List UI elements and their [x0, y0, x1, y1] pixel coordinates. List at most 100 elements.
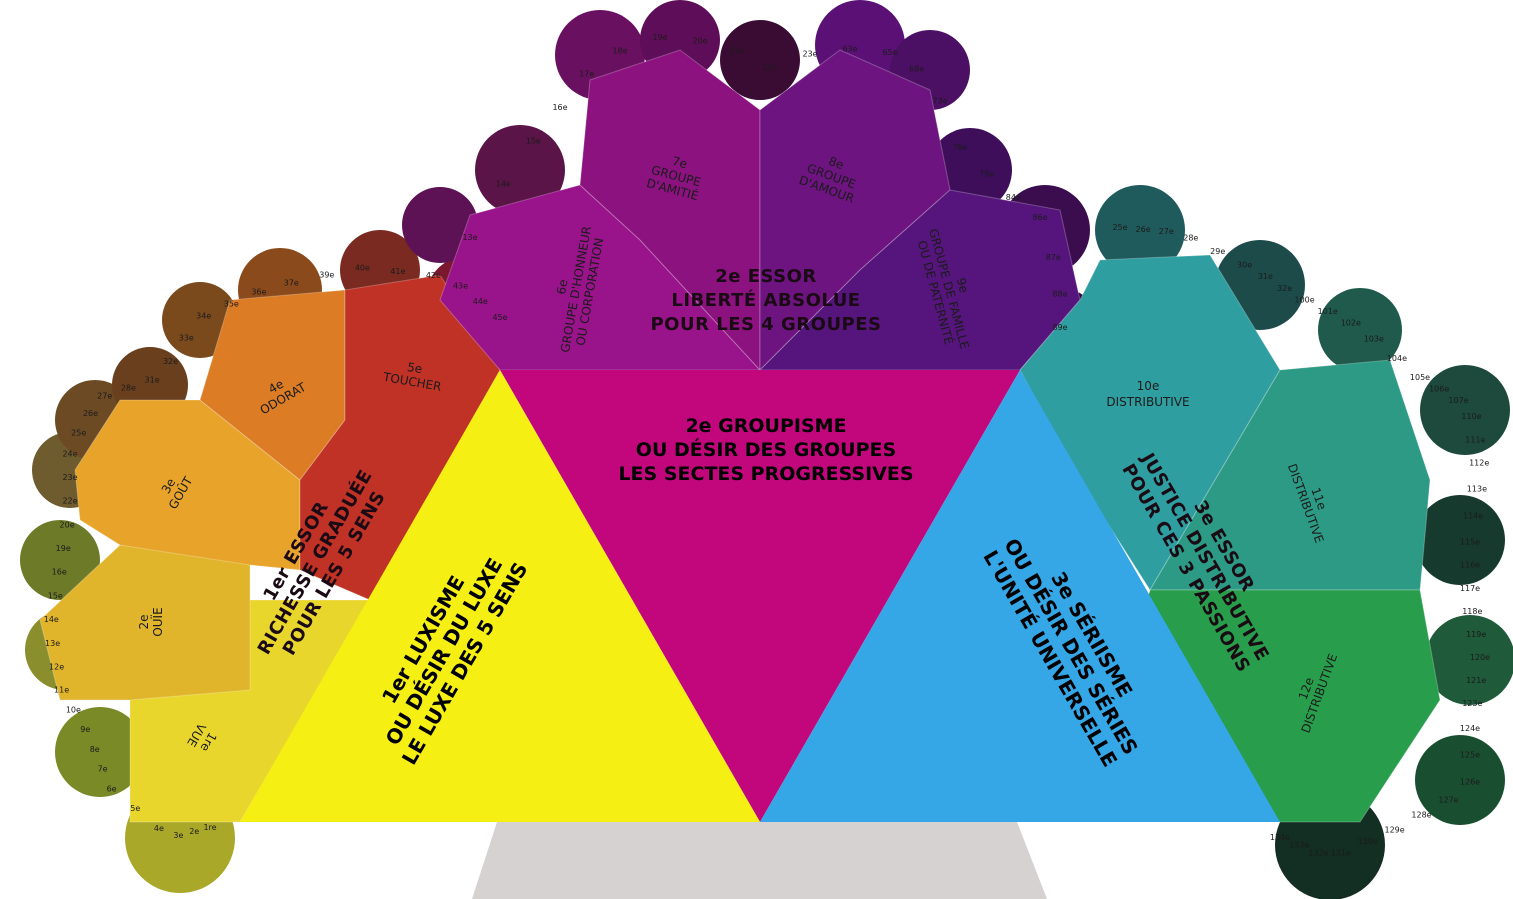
- number-label: 103e: [1364, 335, 1384, 344]
- number-label: 11e: [54, 686, 69, 695]
- number-label: 133e: [1289, 841, 1309, 850]
- number-label: 18e: [612, 46, 627, 55]
- number-label: 127e: [1438, 795, 1458, 804]
- number-label: 41e: [390, 267, 405, 276]
- number-label: 37e: [284, 278, 299, 287]
- number-label: 26e: [83, 409, 98, 418]
- number-label: 4e: [154, 824, 164, 833]
- label-honneur: 6e GROUPE D'HONNEUR OU CORPORATION: [554, 225, 606, 354]
- toucher-number: 5e: [406, 360, 423, 376]
- number-label: 3e: [173, 831, 183, 840]
- number-label: 20e: [692, 36, 707, 45]
- number-label: 130e: [1358, 837, 1378, 846]
- sector-distributive-10: [1019, 254, 1281, 591]
- center-magenta-text: 2e GROUPISME OU DÉSIR DES GROUPES LES SE…: [618, 415, 913, 485]
- number-label: 19e: [652, 33, 667, 42]
- amitie-number: 7e: [671, 154, 689, 171]
- number-label: 15e: [526, 136, 541, 145]
- number-label: 20e: [60, 520, 75, 529]
- number-label: 35e: [224, 300, 239, 309]
- number-label: 124e: [1460, 724, 1480, 733]
- ouie-name: OUÏE: [150, 607, 165, 636]
- number-label: 128e: [1411, 811, 1431, 820]
- number-label: 8e: [90, 745, 100, 754]
- number-label: 22e: [762, 63, 777, 72]
- number-label: 105e: [1410, 373, 1430, 382]
- number-label: 87e: [1046, 253, 1061, 262]
- number-label: 131e: [1331, 848, 1351, 857]
- number-label: 73e: [932, 96, 947, 105]
- number-label: 32e: [163, 357, 178, 366]
- number-label: 88e: [1052, 290, 1067, 299]
- number-label: 116e: [1460, 561, 1480, 570]
- number-label: 23e: [802, 50, 817, 59]
- number-label: 32e: [1277, 284, 1292, 293]
- number-label: 34e: [196, 311, 211, 320]
- number-label: 31e: [145, 376, 160, 385]
- magenta-line-3: LES SECTES PROGRESSIVES: [618, 463, 913, 485]
- number-label: 84e: [1006, 193, 1021, 202]
- right-cluster: [1019, 185, 1513, 899]
- number-label: 40e: [355, 263, 370, 272]
- number-label: 23e: [62, 473, 77, 482]
- magenta-line-1: 2e GROUPISME: [685, 415, 846, 437]
- number-label: 45e: [492, 313, 507, 322]
- essor2-line-3: POUR LES 4 GROUPES: [650, 314, 881, 335]
- number-label: 1re: [203, 823, 216, 832]
- number-label: 132e: [1308, 848, 1328, 857]
- number-label: 125e: [1460, 751, 1480, 760]
- pedestal-base: [472, 822, 1047, 899]
- number-label: 29e: [1210, 247, 1225, 256]
- number-label: 117e: [1460, 584, 1480, 593]
- number-label: 63e: [842, 45, 857, 54]
- essor2-line-1: 2e ESSOR: [715, 266, 817, 287]
- amour-number: 8e: [827, 154, 846, 172]
- number-label: 5e: [130, 804, 140, 813]
- number-label: 21e: [729, 46, 744, 55]
- number-label: 13e: [462, 233, 477, 242]
- number-label: 104e: [1387, 354, 1407, 363]
- number-label: 25e: [71, 429, 86, 438]
- number-label: 14e: [496, 180, 511, 189]
- essor2-line-2: LIBERTÉ ABSOLUE: [671, 289, 860, 311]
- number-label: 100e: [1294, 295, 1314, 304]
- d10-name: DISTRIBUTIVE: [1106, 395, 1189, 409]
- number-label: 28e: [1183, 233, 1198, 242]
- number-label: 30e: [1237, 260, 1252, 269]
- odorat-number: 4e: [266, 377, 286, 397]
- gout-number: 3e: [159, 476, 179, 496]
- triangle-magenta: [500, 370, 1020, 822]
- number-label: 6e: [107, 784, 117, 793]
- number-label: 31e: [1258, 272, 1273, 281]
- number-label: 126e: [1460, 778, 1480, 787]
- number-label: 13e: [45, 639, 60, 648]
- number-label: 10e: [66, 705, 81, 714]
- number-label: 68e: [909, 65, 924, 74]
- number-label: 112e: [1469, 458, 1489, 467]
- triangle-blue: [760, 370, 1280, 822]
- number-label: 17e: [579, 70, 594, 79]
- number-label: 119e: [1466, 630, 1486, 639]
- number-label: 16e: [52, 568, 67, 577]
- number-label: 9e: [80, 725, 90, 734]
- number-label: 16e: [552, 103, 567, 112]
- number-label: 2e: [189, 827, 199, 836]
- number-label: 101e: [1318, 307, 1338, 316]
- number-label: 129e: [1384, 825, 1404, 834]
- d10-number: 10e: [1137, 379, 1160, 393]
- number-label: 25e: [1112, 223, 1127, 232]
- honneur-number: 6e: [554, 278, 570, 295]
- number-label: 121e: [1466, 676, 1486, 685]
- number-label: 114e: [1463, 512, 1483, 521]
- number-label: 14e: [44, 615, 59, 624]
- number-label: 115e: [1460, 538, 1480, 547]
- number-label: 27e: [97, 391, 112, 400]
- label-distributive-10: 10e DISTRIBUTIVE: [1106, 379, 1189, 409]
- magenta-line-2: OU DÉSIR DES GROUPES: [636, 438, 896, 461]
- number-label: 107e: [1448, 396, 1468, 405]
- number-label: 36e: [251, 288, 266, 297]
- number-label: 24e: [62, 449, 77, 458]
- number-label: 79e: [979, 170, 994, 179]
